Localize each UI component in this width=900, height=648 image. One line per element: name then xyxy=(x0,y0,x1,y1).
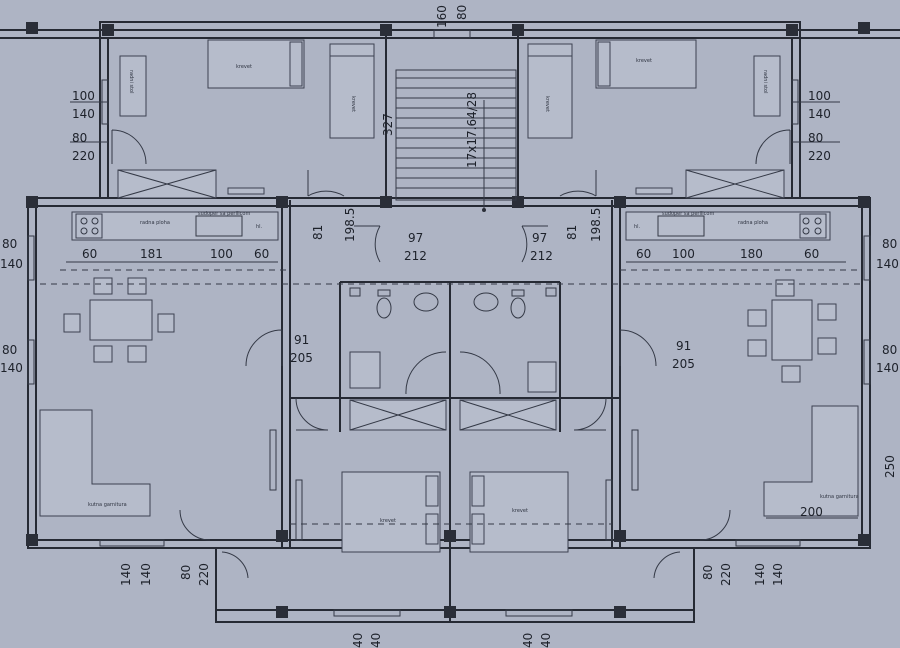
fridge-label: hl. xyxy=(634,224,641,230)
dim-label: 80 xyxy=(2,343,17,357)
dim-label: 91 xyxy=(676,339,691,353)
dim-label: 80 xyxy=(2,237,17,251)
dim-label: 200 xyxy=(800,505,823,519)
dim-label: 140 xyxy=(876,361,899,375)
dimension-labels: 160 80 100 140 80 220 100 140 80 220 327… xyxy=(0,5,899,648)
dim-label: 40 xyxy=(539,633,553,648)
dim-label: 97 xyxy=(532,231,547,245)
sofa-label: kutna garnitura xyxy=(88,502,127,508)
dim-label: 212 xyxy=(404,249,427,263)
desk-label: radni stol xyxy=(762,70,768,93)
bathrooms xyxy=(349,287,557,431)
dim-label: 205 xyxy=(290,351,313,365)
dim-label: 198.5 xyxy=(343,208,357,242)
dim-label: 80 xyxy=(808,131,823,145)
dim-label: 60 xyxy=(82,247,97,261)
dim-label: 40 xyxy=(351,633,365,648)
dim-label: 17x17.64/28 xyxy=(465,92,479,168)
bed-label: krevet xyxy=(636,58,652,64)
dim-label: 60 xyxy=(254,247,269,261)
furniture-labels: krevet krevet krevet krevet radni stol r… xyxy=(88,58,859,524)
dim-label: 97 xyxy=(408,231,423,245)
bed-label: krevet xyxy=(512,508,528,514)
dim-label: 40 xyxy=(369,633,383,648)
dim-label: 220 xyxy=(808,149,831,163)
dim-label: 160 xyxy=(435,5,449,28)
bed-label: krevet xyxy=(236,64,252,70)
dim-label: 100 xyxy=(672,247,695,261)
dim-label: 81 xyxy=(311,225,325,240)
dining-tables xyxy=(63,277,837,383)
desk-label: radni stol xyxy=(128,70,134,93)
sink-label: sudoper sa perilicom xyxy=(662,211,714,217)
fridge-label: hl. xyxy=(256,224,263,230)
columns xyxy=(26,22,870,618)
dim-label: 250 xyxy=(883,455,897,478)
dim-label: 60 xyxy=(636,247,651,261)
bed-label: krevet xyxy=(350,96,356,112)
dim-label: 80 xyxy=(455,5,469,20)
dim-label: 140 xyxy=(0,361,23,375)
dim-label: 140 xyxy=(119,563,133,586)
dim-label: 80 xyxy=(882,237,897,251)
bedroom-furniture-top xyxy=(117,39,785,199)
dim-label: 100 xyxy=(72,89,95,103)
dim-label: 80 xyxy=(882,343,897,357)
dim-label: 140 xyxy=(771,563,785,586)
dim-label: 220 xyxy=(719,563,733,586)
dim-label: 327 xyxy=(381,113,395,136)
dim-label: 40 xyxy=(521,633,535,648)
dim-label: 140 xyxy=(0,257,23,271)
dim-label: 181 xyxy=(140,247,163,261)
staircase xyxy=(395,29,517,212)
dimension-lines xyxy=(40,101,862,525)
dim-label: 80 xyxy=(72,131,87,145)
dim-label: 205 xyxy=(672,357,695,371)
dim-label: 60 xyxy=(804,247,819,261)
counter-label: radna ploha xyxy=(140,220,170,226)
doors xyxy=(111,129,791,579)
sofa-label: kutna garnitura xyxy=(820,494,859,500)
dim-label: 220 xyxy=(197,563,211,586)
sink-label: sudoper sa perilicom xyxy=(198,211,250,217)
bed-label: krevet xyxy=(544,96,550,112)
dim-label: 80 xyxy=(701,565,715,580)
dim-label: 140 xyxy=(808,107,831,121)
dim-label: 180 xyxy=(740,247,763,261)
bed-label: krevet xyxy=(380,518,396,524)
kitchen-furniture xyxy=(71,211,831,241)
dim-label: 100 xyxy=(210,247,233,261)
dim-label: 212 xyxy=(530,249,553,263)
dim-label: 140 xyxy=(139,563,153,586)
dim-label: 100 xyxy=(808,89,831,103)
bottom-bedroom-furniture xyxy=(341,471,569,553)
dim-label: 140 xyxy=(753,563,767,586)
dim-label: 81 xyxy=(565,225,579,240)
dim-label: 140 xyxy=(72,107,95,121)
corner-sofas xyxy=(39,405,859,517)
counter-label: radna ploha xyxy=(738,220,768,226)
dim-label: 80 xyxy=(179,565,193,580)
dim-label: 140 xyxy=(876,257,899,271)
dim-label: 198.5 xyxy=(589,208,603,242)
dim-label: 220 xyxy=(72,149,95,163)
walls xyxy=(0,21,900,623)
dim-label: 91 xyxy=(294,333,309,347)
